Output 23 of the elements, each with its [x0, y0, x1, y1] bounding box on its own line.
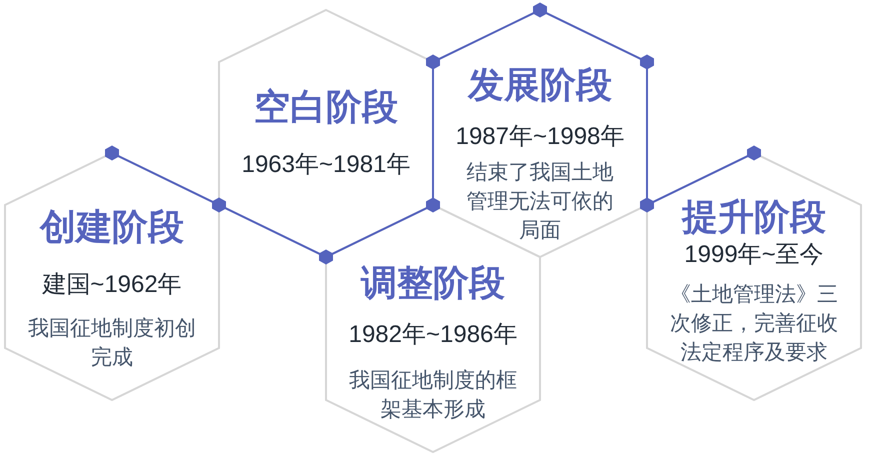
stage-description: 我国征地制度初创完成: [27, 316, 197, 370]
connector-line: [332, 207, 428, 255]
connector-line: [438, 12, 534, 60]
stage-title: 提升阶段: [682, 195, 826, 239]
date-range: 1987年~1998年: [456, 122, 624, 152]
date-range: 1963年~1981年: [242, 150, 410, 180]
date-range: 1999年~至今: [684, 240, 824, 270]
stage-title: 调整阶段: [361, 261, 505, 305]
stage-description: 结束了我国土地管理无法可依的局面: [466, 160, 614, 244]
connector-line: [646, 69, 648, 198]
stage-title: 空白阶段: [254, 85, 398, 129]
stage-title: 创建阶段: [40, 205, 184, 249]
date-range: 1982年~1986年: [348, 320, 518, 350]
date-range: 建国~1962年: [42, 270, 182, 300]
connector-line: [118, 155, 214, 203]
connector-line: [224, 207, 320, 255]
stage-title: 发展阶段: [468, 63, 612, 107]
hexagon-panel: [647, 153, 861, 400]
stage-description: 《土地管理法》三次修正，完善征收法定程序及要求: [669, 282, 839, 366]
stage-description: 我国征地制度的框架基本形成: [348, 368, 518, 422]
connector-line: [432, 69, 434, 198]
connector-line: [546, 12, 642, 60]
connector-line: [652, 155, 748, 203]
